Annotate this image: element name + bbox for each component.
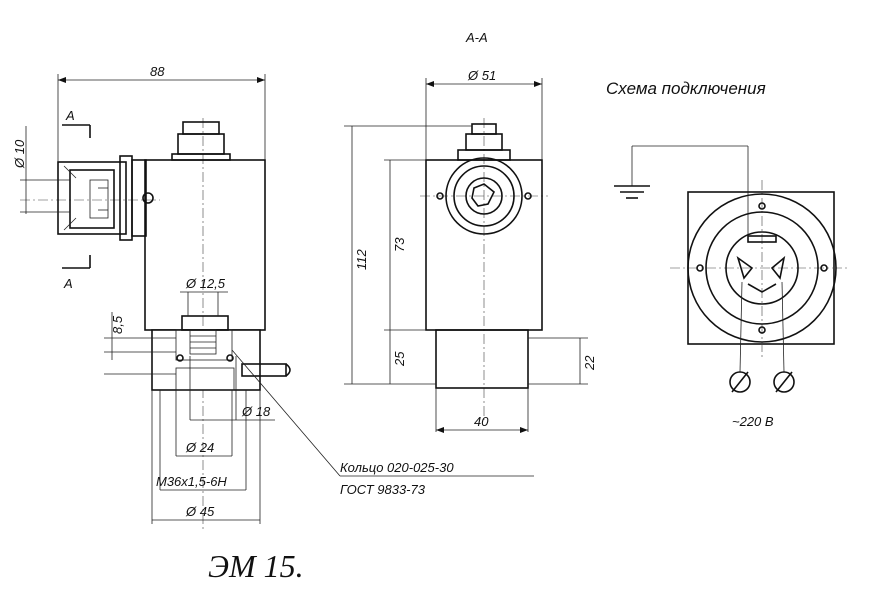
side-view: 88 Ø 10 А А Ø 12,5 8,5 Ø 18 Ø 24 xyxy=(12,64,534,530)
dim-height-25: 25 xyxy=(392,351,407,367)
dim-height-112: 112 xyxy=(354,249,369,270)
dim-dia-51: Ø 51 xyxy=(467,68,496,83)
callout-ring: Кольцо 020-025-30 xyxy=(340,460,454,475)
dim-width-40: 40 xyxy=(474,414,489,429)
dim-dia-18: Ø 18 xyxy=(241,404,271,419)
section-marker-top: А xyxy=(65,108,75,123)
dim-dia-10: Ø 10 xyxy=(12,139,27,169)
model-title: ЭМ 15. xyxy=(208,548,304,584)
wiring-scheme: Схема подключения ~220 В xyxy=(606,79,850,429)
callout-gost: ГОСТ 9833-73 xyxy=(340,482,426,497)
dim-dia-12-5: Ø 12,5 xyxy=(185,276,226,291)
dim-overall-width: 88 xyxy=(150,64,165,79)
scheme-title: Схема подключения xyxy=(606,79,766,98)
dim-dia-45: Ø 45 xyxy=(185,504,215,519)
dim-dia-24: Ø 24 xyxy=(185,440,214,455)
section-label: А-А xyxy=(465,30,488,45)
section-marker-bottom: А xyxy=(63,276,73,291)
dim-height-73: 73 xyxy=(392,237,407,252)
section-view: А-А Ø 51 112 73 xyxy=(344,30,597,433)
dim-height-22: 22 xyxy=(582,355,597,371)
voltage-label: ~220 В xyxy=(732,414,774,429)
dim-thread: M36x1,5-6H xyxy=(156,474,227,489)
dim-height-8-5: 8,5 xyxy=(110,315,125,334)
